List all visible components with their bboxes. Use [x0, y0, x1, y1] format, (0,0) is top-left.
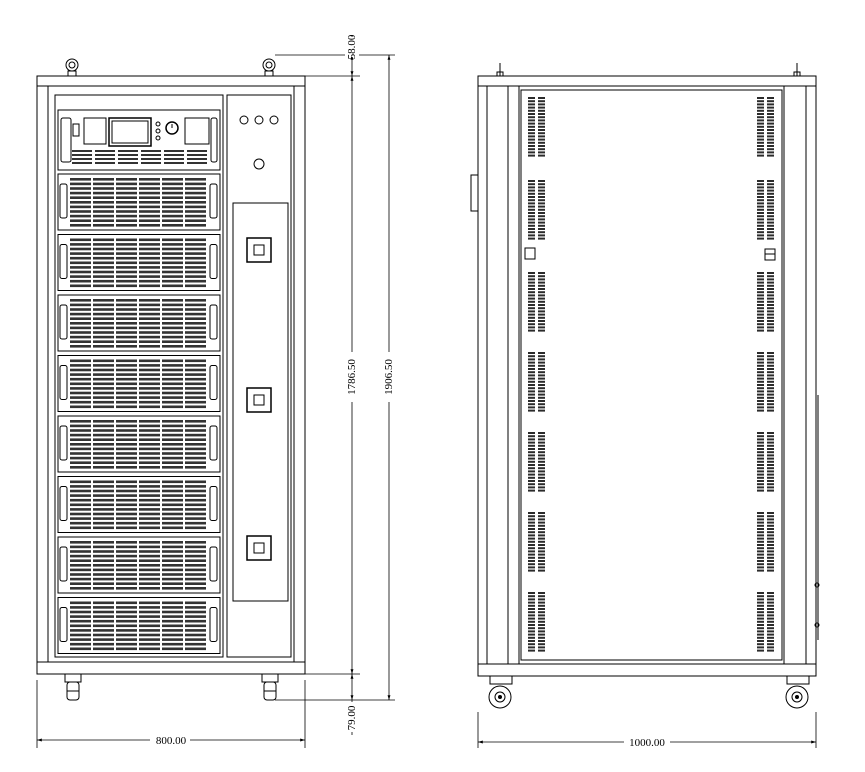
- front-caster-left: [64, 673, 82, 701]
- side-vent-group: [757, 592, 774, 652]
- breaker-cover: [232, 202, 289, 602]
- side-vent-group: [528, 512, 545, 572]
- side-caster-left: [488, 675, 513, 709]
- side-vent-group: [757, 272, 774, 332]
- side-vent-group: [757, 512, 774, 572]
- dim-bottom-clearance: 79.00: [346, 705, 358, 730]
- control-panel: [226, 94, 292, 658]
- side-vent-group: [528, 432, 545, 492]
- panel-indicator: [253, 158, 265, 170]
- panel-breaker: [246, 387, 272, 413]
- side-vent-group: [757, 97, 774, 157]
- side-caster-right: [785, 675, 810, 709]
- dim-cabinet-height: 1786.50: [346, 359, 358, 395]
- lifting-eye-right: [262, 58, 276, 77]
- side-vent-group: [528, 592, 545, 652]
- dim-overall-height: 1906.50: [383, 359, 395, 395]
- side-view: [470, 63, 820, 709]
- side-vent-group: [757, 352, 774, 412]
- power-module: [57, 355, 221, 412]
- side-vent-group: [528, 352, 545, 412]
- lifting-eye-left: [65, 58, 79, 77]
- rack-area: [54, 94, 224, 658]
- dim-side-depth: 1000.00: [629, 737, 665, 749]
- dim-top-clearance: 58.00: [346, 34, 358, 59]
- side-vent-group: [528, 272, 545, 332]
- controller-module: [57, 109, 221, 171]
- panel-breaker: [246, 237, 272, 263]
- side-panel: [520, 89, 783, 661]
- side-vent-group: [528, 180, 545, 240]
- panel-breaker: [246, 535, 272, 561]
- power-module: [57, 536, 221, 594]
- side-handle-left: [470, 174, 479, 212]
- front-caster-right: [261, 673, 279, 701]
- power-module: [57, 173, 221, 231]
- side-vent-group: [757, 180, 774, 240]
- power-module: [57, 294, 221, 352]
- power-module: [57, 234, 221, 291]
- controller-knob: [165, 121, 179, 135]
- front-view: [36, 58, 306, 701]
- panel-knob-1: [239, 115, 249, 125]
- panel-knob-3: [269, 115, 279, 125]
- dimension-lines: [36, 35, 817, 748]
- panel-knob-2: [254, 115, 264, 125]
- power-module: [57, 476, 221, 533]
- dim-front-width: 800.00: [156, 735, 187, 747]
- power-module: [57, 415, 221, 473]
- side-vent-group: [528, 97, 545, 157]
- power-module: [57, 597, 221, 654]
- side-vent-group: [757, 432, 774, 492]
